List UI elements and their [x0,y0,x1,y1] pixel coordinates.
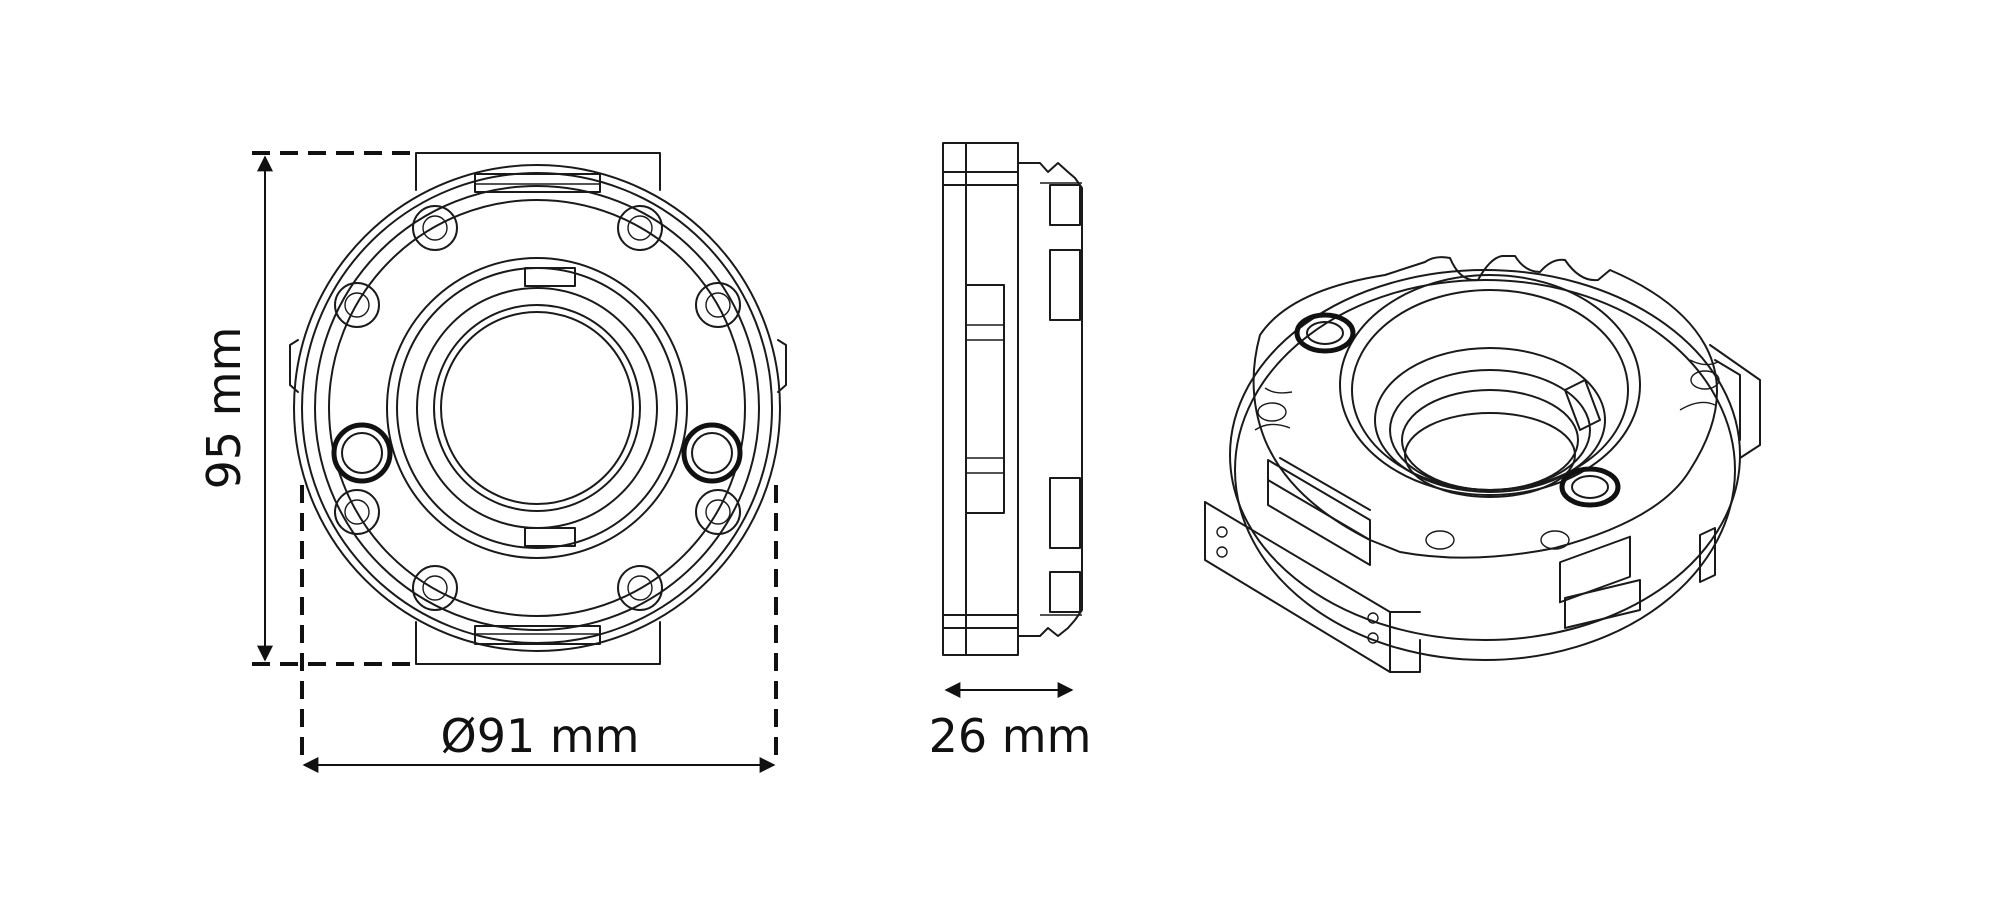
diameter-dimension: Ø91 mm [302,709,776,773]
diameter-label: Ø91 mm [441,709,640,763]
height-dimension: 95 mm [197,155,273,662]
thickness-dimension: 26 mm [929,682,1092,763]
extension-lines [252,151,778,765]
thickness-label: 26 mm [929,709,1092,763]
height-label: 95 mm [197,327,251,490]
side-view [942,142,1083,656]
front-view [289,152,787,665]
isometric-view [1204,255,1761,673]
